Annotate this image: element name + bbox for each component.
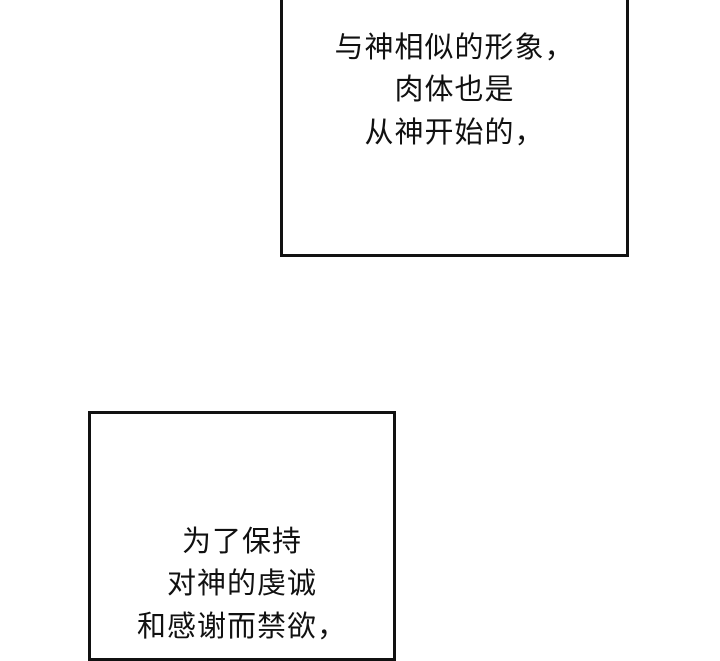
caption-line: 与神相似的形象， <box>334 30 575 64</box>
caption-line: 肉体也是 <box>394 72 515 106</box>
caption-box-top: 与神相似的形象， 肉体也是 从神开始的， <box>280 0 629 257</box>
caption-line: 和感谢而禁欲， <box>136 609 347 643</box>
caption-line: 对神的虔诚 <box>166 566 317 600</box>
caption-line: 为了保持 <box>181 524 302 558</box>
caption-box-bottom: 为了保持 对神的虔诚 和感谢而禁欲， <box>88 411 396 661</box>
caption-line: 从神开始的， <box>364 115 545 149</box>
